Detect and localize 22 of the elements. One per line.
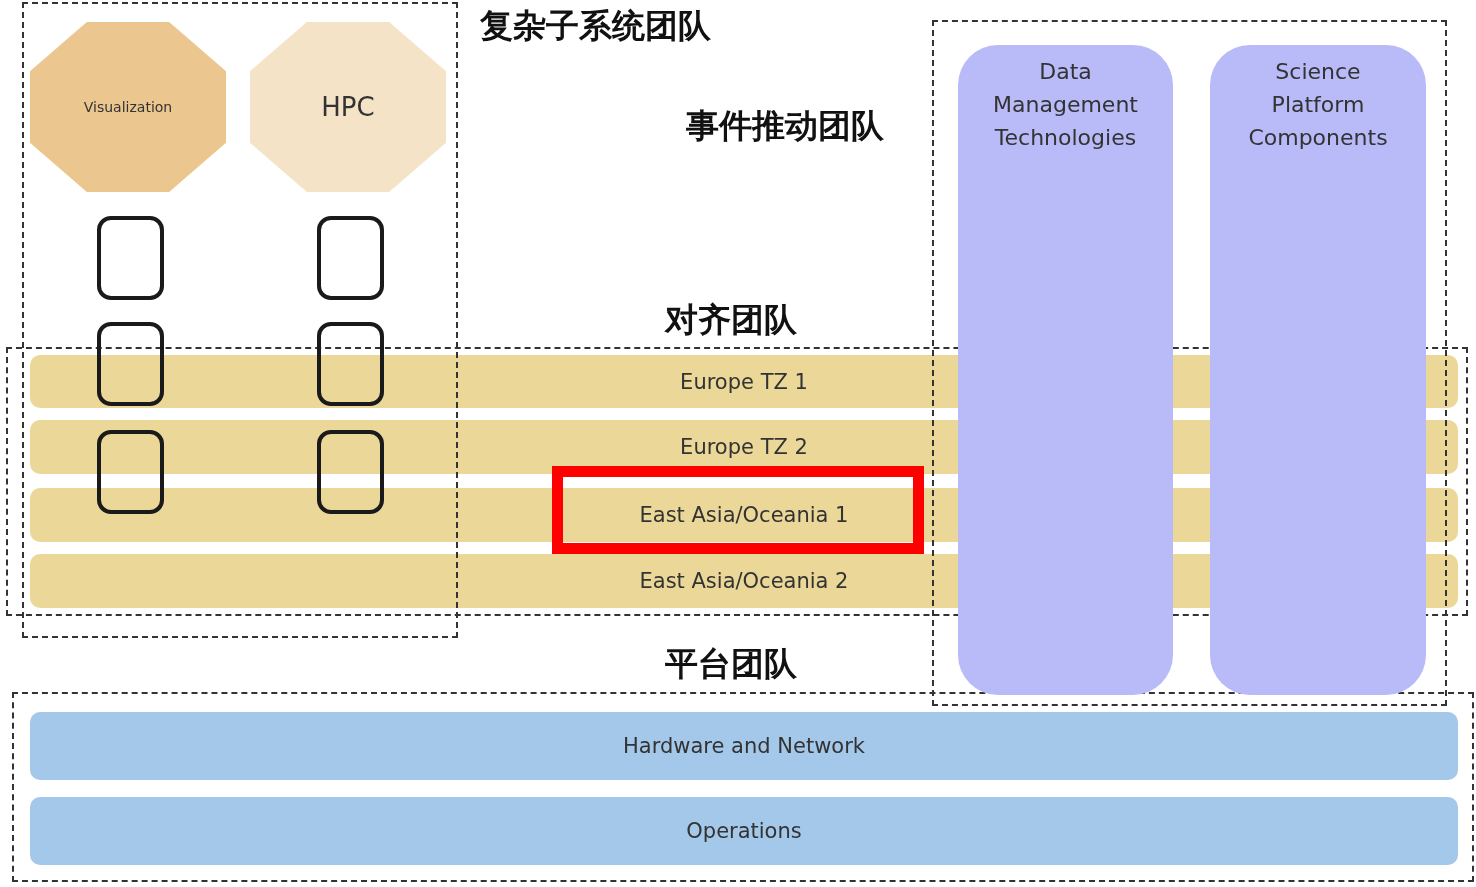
octagon-shape: [30, 22, 226, 192]
pillar-box: [1210, 45, 1426, 695]
node-label: Data Management Technologies: [992, 58, 1139, 152]
node-label: Science Platform Components: [1247, 58, 1389, 152]
node-label: HPC: [321, 92, 375, 122]
node-label: East Asia/Oceania 2: [639, 569, 849, 593]
platform-bar: [30, 797, 1458, 865]
node-label: East Asia/Oceania 1: [639, 503, 849, 527]
node-label: Visualization: [83, 99, 173, 115]
team-heading: 对齐团队: [665, 299, 797, 341]
node-label: Operations: [686, 819, 802, 843]
node-label: Europe TZ 1: [680, 369, 808, 394]
node-label: Europe TZ 2: [680, 435, 808, 459]
team-heading: 平台团队: [665, 643, 797, 685]
node-label: Hardware and Network: [623, 734, 865, 758]
team-heading: 事件推动团队: [686, 105, 884, 147]
rounded-box: [97, 216, 164, 300]
rounded-box: [317, 216, 384, 300]
platform-bar: [30, 712, 1458, 780]
pillar-box: [958, 45, 1173, 695]
team-heading: 复杂子系统团队: [480, 5, 711, 47]
octagon-shape: [250, 22, 446, 192]
